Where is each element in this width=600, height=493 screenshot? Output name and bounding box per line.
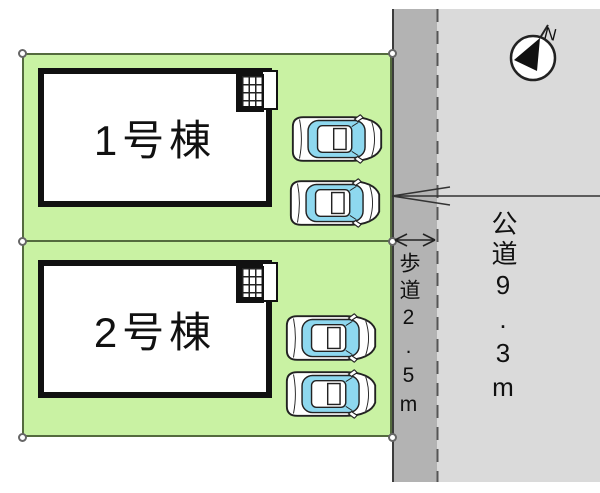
car-1 [290, 114, 385, 164]
car-2 [288, 178, 383, 228]
building-1-entrance-grid [236, 74, 264, 112]
building-2-label: 2号棟 [93, 308, 217, 356]
building-2-entrance-grid [236, 266, 264, 303]
survey-point [387, 432, 397, 442]
public-road-area [437, 9, 600, 482]
building-1: 1号棟 [38, 68, 272, 207]
public-road-label: 公道9.3m [488, 210, 518, 406]
car-4 [284, 369, 379, 419]
plot-divider-line [22, 240, 392, 242]
survey-point [387, 48, 397, 58]
survey-point [17, 236, 27, 246]
building-2: 2号棟 [38, 260, 272, 398]
car-3 [284, 313, 379, 363]
north-label: N [542, 23, 559, 44]
survey-point [387, 236, 397, 246]
building-1-label: 1号棟 [93, 117, 217, 164]
sidewalk-label: 歩道2.5m [397, 252, 420, 422]
survey-point [17, 48, 27, 58]
north-compass-icon: N [509, 23, 559, 82]
survey-point [17, 432, 27, 442]
